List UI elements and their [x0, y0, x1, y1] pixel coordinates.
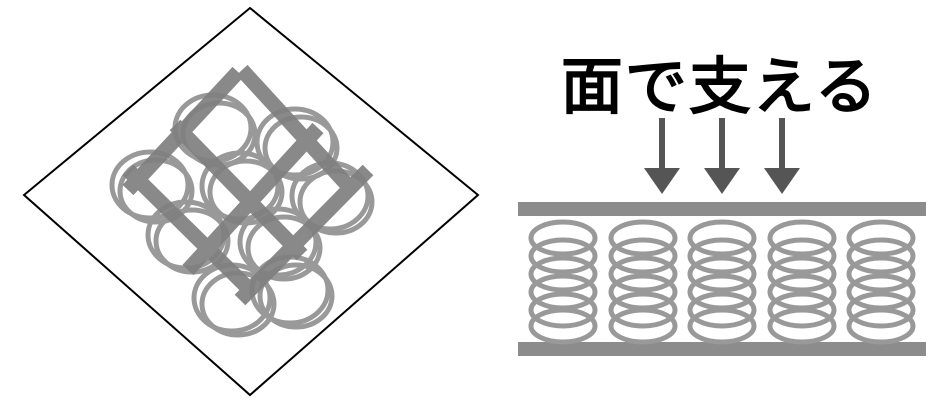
band-strip [122, 66, 244, 196]
coil-ring [262, 114, 340, 182]
spring-row [528, 219, 916, 345]
spring-coil [608, 237, 678, 275]
spring-coil [846, 237, 916, 275]
top-plate [518, 202, 926, 216]
spring-coil [767, 237, 837, 275]
spring-coil [528, 291, 598, 329]
coil-ring [109, 149, 191, 221]
spring-coil [528, 237, 598, 275]
spring-coil [687, 219, 757, 257]
spring-coil [608, 255, 678, 293]
down-arrow-head [764, 168, 800, 194]
band-strip [236, 64, 358, 196]
spring-coil [608, 307, 678, 345]
spring-coil [687, 255, 757, 293]
diamond-outline [22, 6, 480, 397]
spring-coil [687, 291, 757, 329]
coil-ring [237, 206, 319, 278]
spring-coil [608, 219, 678, 257]
title-text: 面で支える [560, 50, 880, 123]
coil-ring [254, 106, 336, 178]
spring-coil [528, 307, 598, 345]
spring-coil [767, 219, 837, 257]
band-strip [234, 164, 374, 306]
spring-coil [687, 237, 757, 275]
down-arrow-head [644, 168, 680, 194]
down-arrow-head [704, 168, 740, 194]
spring-coil [528, 219, 598, 257]
spring-coil [846, 291, 916, 329]
spring-coil [846, 219, 916, 257]
spring-coil [846, 307, 916, 345]
spring-coil [687, 307, 757, 345]
arrow-group [644, 118, 800, 194]
spring-coil [767, 255, 837, 293]
side-view-panel [518, 118, 926, 356]
coil-ring [257, 262, 335, 330]
bottom-plate [518, 342, 926, 356]
spring-coil [767, 291, 837, 329]
coil-ring [245, 214, 323, 282]
band-strip [122, 164, 256, 296]
spring-coil [767, 307, 837, 345]
band-grid [122, 64, 374, 306]
spring-coil [608, 291, 678, 329]
spring-coil [846, 255, 916, 293]
band-strip [182, 122, 324, 276]
band-strip [169, 119, 308, 261]
diamond-panel [22, 6, 480, 397]
spring-coil [528, 255, 598, 293]
